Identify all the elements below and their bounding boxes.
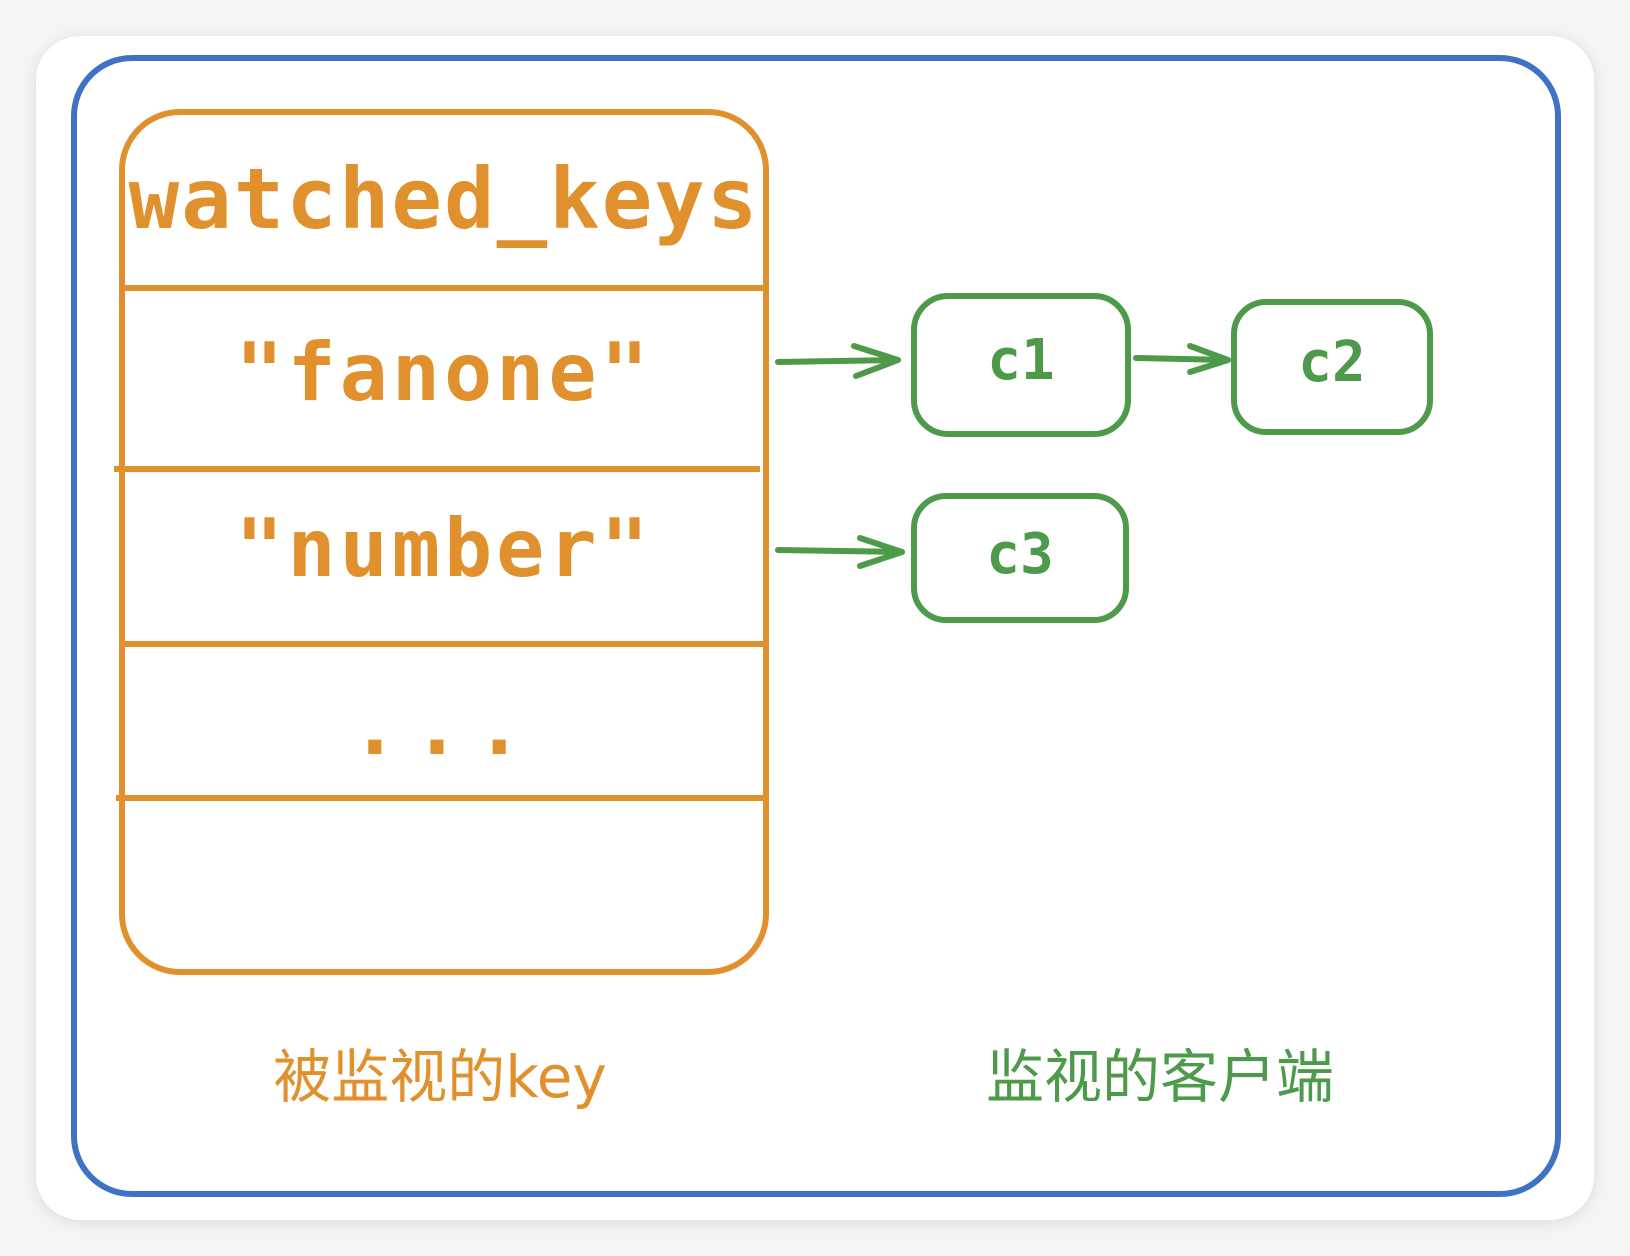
client-c1-label: c1	[987, 328, 1055, 393]
arrow-c1-to-c2	[1133, 343, 1231, 375]
caption-watching-clients: 监视的客户端	[985, 1043, 1334, 1111]
diagram-card	[36, 36, 1594, 1220]
table-row-fanone: "fanone"	[235, 326, 653, 419]
arrow-number-to-c3	[775, 535, 905, 569]
caption-watched-keys: 被监视的key	[273, 1043, 607, 1111]
table-header: watched_keys	[128, 150, 760, 248]
arrow-fanone-to-c1	[775, 343, 901, 379]
client-box-c1	[911, 293, 1131, 437]
client-c3-label: c3	[986, 522, 1054, 587]
client-box-c3	[911, 493, 1129, 623]
watched-keys-table	[119, 109, 769, 975]
table-row-number: "number"	[235, 502, 653, 595]
client-box-c2	[1231, 299, 1433, 435]
client-c2-label: c2	[1298, 330, 1366, 395]
outer-frame	[71, 55, 1561, 1197]
table-row-ellipsis: ...	[350, 680, 538, 773]
